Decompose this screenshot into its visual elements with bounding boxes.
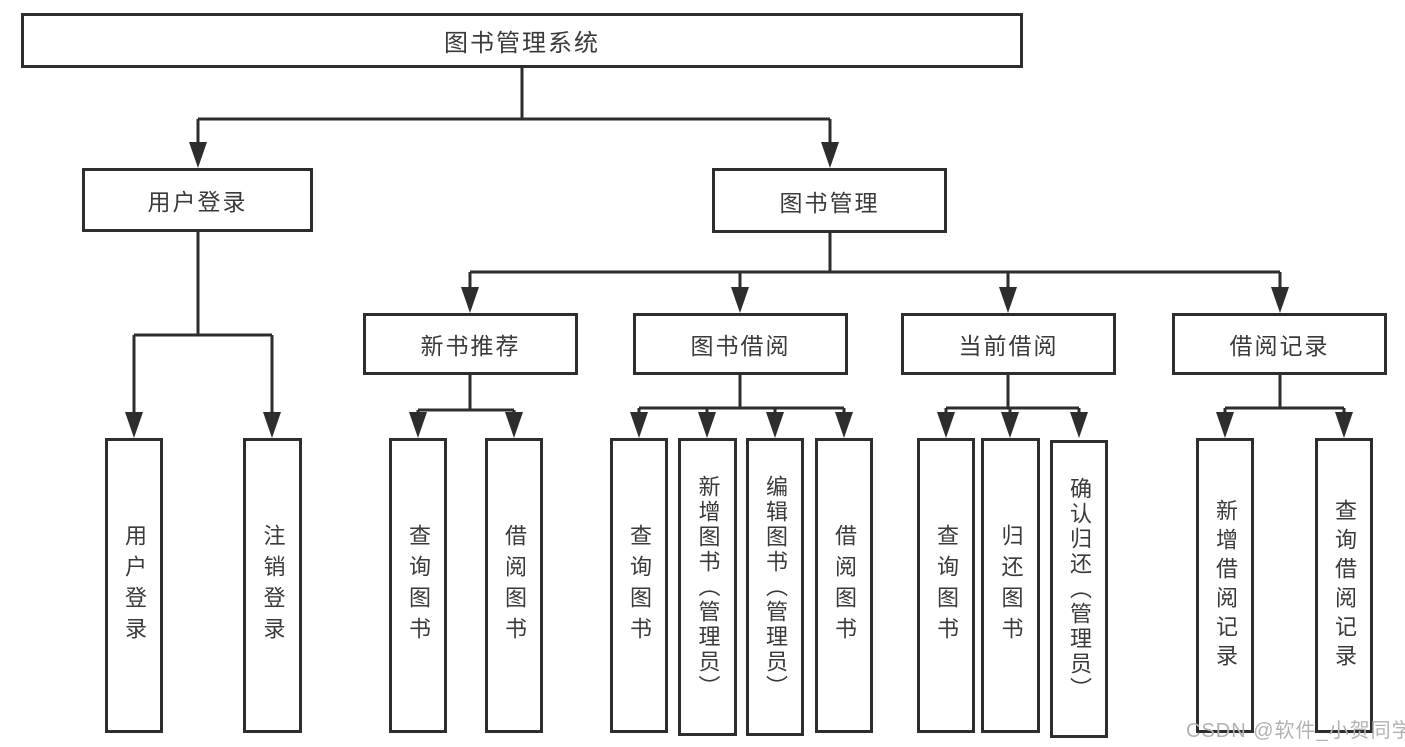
connector-currentborrow-to-leaves: [944, 375, 1081, 414]
node-book-management-module: 图书管理: [712, 168, 947, 233]
leaf-label: 查询图书: [627, 523, 652, 648]
connector-bookmgmt-to-level3: [468, 233, 1282, 289]
leaf-label: 借阅图书: [502, 523, 527, 648]
arrowhead: [999, 287, 1017, 313]
arrowhead: [409, 412, 427, 438]
node-user-login-module: 用户登录: [82, 168, 313, 232]
leaf-label: 编辑图书（管理员）: [763, 474, 788, 700]
leaf-label: 新增借阅记录: [1213, 498, 1238, 673]
node-label: 当前借阅: [958, 333, 1059, 359]
arrowhead: [1335, 412, 1353, 438]
arrowheads: [125, 142, 1353, 438]
leaf-add-borrow-record: 新增借阅记录: [1196, 438, 1254, 733]
arrowhead: [263, 412, 281, 438]
leaf-label: 查询借阅记录: [1332, 498, 1357, 673]
arrowhead: [505, 412, 523, 438]
arrowhead: [731, 287, 749, 313]
leaf-query-books-3: 查询图书: [917, 438, 975, 733]
leaf-query-borrow-record: 查询借阅记录: [1315, 438, 1373, 733]
node-library-management-system: 图书管理系统: [21, 13, 1023, 68]
leaf-add-books-admin: 新增图书（管理员）: [678, 438, 737, 736]
leaf-label: 查询图书: [406, 523, 431, 648]
arrowhead: [698, 412, 716, 438]
arrowhead: [766, 412, 784, 438]
arrowhead: [630, 412, 648, 438]
arrowhead: [1070, 412, 1088, 438]
leaf-label: 确认归还（管理员）: [1067, 476, 1092, 702]
arrowhead: [1271, 287, 1289, 313]
arrowhead: [835, 412, 853, 438]
node-current-borrow: 当前借阅: [901, 313, 1116, 375]
leaf-label: 用户登录: [122, 523, 147, 648]
leaf-query-books-2: 查询图书: [610, 438, 668, 733]
leaf-borrow-books-2: 借阅图书: [815, 438, 873, 733]
node-label: 图书借阅: [690, 333, 791, 359]
leaf-logout: 注销登录: [243, 438, 302, 733]
node-label: 新书推荐: [420, 333, 521, 359]
leaf-label: 归还图书: [998, 523, 1024, 648]
arrowhead: [821, 142, 839, 168]
connector-newbook-to-leaves: [416, 375, 516, 414]
leaf-user-login: 用户登录: [105, 438, 163, 733]
arrowhead: [937, 412, 955, 438]
arrowhead: [125, 412, 143, 438]
arrowhead: [1216, 412, 1234, 438]
arrowhead: [1001, 412, 1019, 438]
node-new-book-recommend: 新书推荐: [363, 313, 578, 375]
connector-root-to-level2: [196, 68, 832, 144]
node-label: 用户登录: [147, 189, 248, 215]
leaf-confirm-return-admin: 确认归还（管理员）: [1050, 440, 1108, 738]
node-label: 借阅记录: [1229, 333, 1330, 359]
node-book-borrow: 图书借阅: [633, 313, 848, 375]
leaf-label: 新增图书（管理员）: [695, 474, 721, 700]
leaf-return-books: 归还图书: [981, 438, 1040, 733]
leaf-borrow-books-1: 借阅图书: [485, 438, 543, 733]
leaf-label: 借阅图书: [832, 523, 857, 648]
connector-userlogin-to-leaves: [132, 232, 274, 413]
connector-bookborrow-to-leaves: [637, 375, 846, 414]
node-borrow-records: 借阅记录: [1172, 313, 1387, 375]
leaf-edit-books-admin: 编辑图书（管理员）: [746, 438, 804, 736]
node-label: 图书管理系统: [444, 30, 600, 57]
leaf-label: 查询图书: [934, 523, 959, 648]
node-label: 图书管理: [779, 189, 880, 216]
arrowhead: [461, 287, 479, 313]
leaf-label: 注销登录: [260, 523, 286, 648]
connector-borrowrecords-to-leaves: [1223, 375, 1346, 414]
arrowhead: [189, 142, 207, 168]
csdn-watermark: CSDN @软件_小贺同学: [1186, 720, 1405, 742]
leaf-query-books-1: 查询图书: [389, 438, 447, 733]
